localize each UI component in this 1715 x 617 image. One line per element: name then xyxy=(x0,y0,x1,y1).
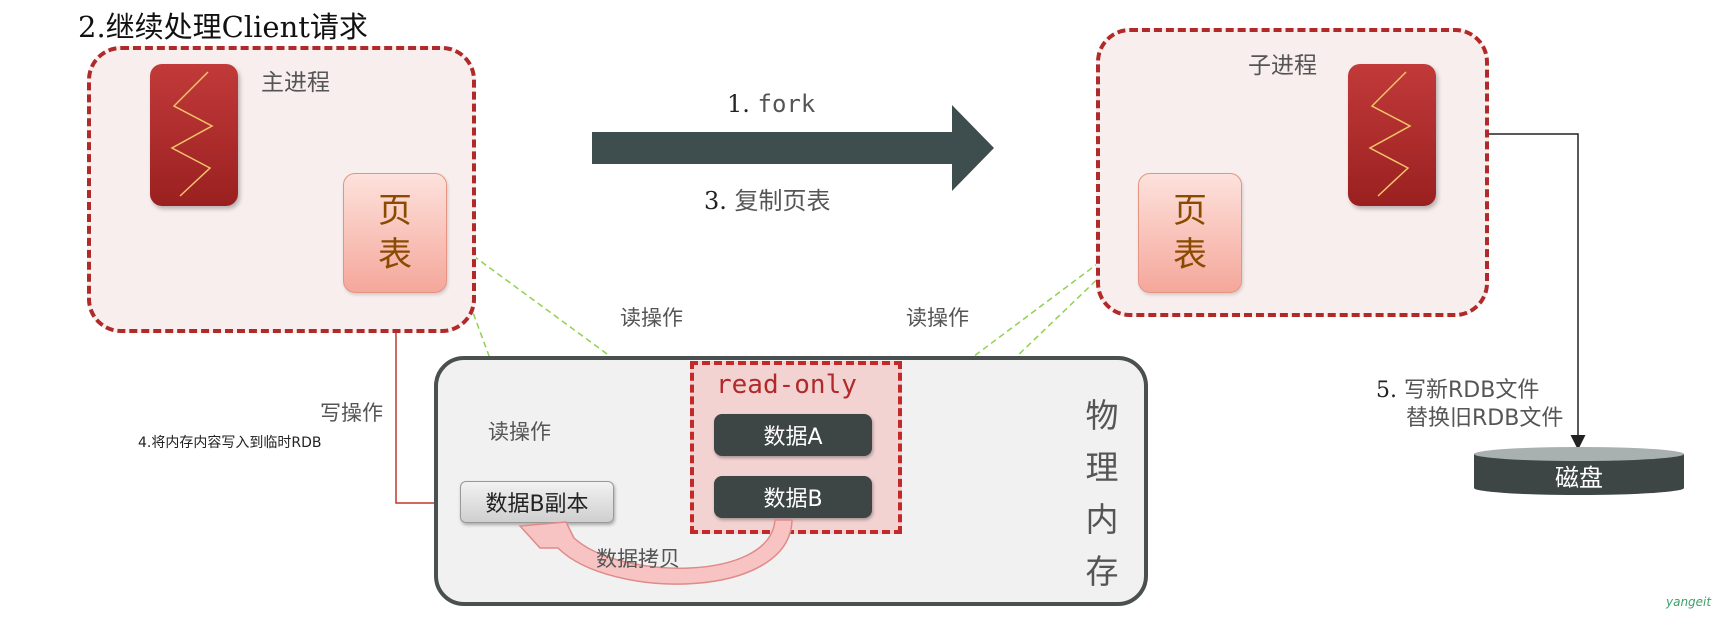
read-op-label-left: 读操作 xyxy=(620,306,683,330)
copy-step-text: 复制页表 xyxy=(734,187,831,215)
write-rdb-temp-note: 4.将内存内容写入到临时RDB xyxy=(138,435,322,451)
fork-step-number: 1. xyxy=(727,90,750,118)
copy-step-number: 3. xyxy=(704,187,727,215)
memory-label-char-2: 理 xyxy=(1085,448,1119,487)
fork-step-text: fork xyxy=(757,90,816,118)
main-process-cpu-icon xyxy=(150,64,238,206)
child-process-label: 子进程 xyxy=(1248,53,1317,79)
memory-label-char-3: 内 xyxy=(1085,500,1119,539)
main-page-table: 页 表 xyxy=(343,173,447,293)
disk-label: 磁盘 xyxy=(1555,464,1603,492)
data-copy-label: 数据拷贝 xyxy=(596,547,680,571)
write-rdb-step-line1: 5. 写新RDB文件 xyxy=(1376,372,1539,404)
child-process-cpu-icon xyxy=(1348,64,1436,206)
data-b-block: 数据B xyxy=(714,476,872,518)
child-page-table-char-1: 页 xyxy=(1173,191,1207,231)
diagram-title: 2.继续处理Client请求 xyxy=(78,10,368,44)
read-op-label-inner: 读操作 xyxy=(488,420,551,444)
memory-label-char-1: 物 xyxy=(1085,396,1119,435)
data-a-block: 数据A xyxy=(714,414,872,456)
data-b-copy-block: 数据B副本 xyxy=(460,481,614,523)
read-op-label-right: 读操作 xyxy=(906,306,969,330)
write-rdb-step-text-1: 写新RDB文件 xyxy=(1404,378,1540,403)
write-rdb-step-number: 5. xyxy=(1376,378,1397,403)
main-process-label: 主进程 xyxy=(261,70,330,96)
fork-step-label: 1. fork xyxy=(727,90,815,118)
memory-label-char-4: 存 xyxy=(1085,552,1119,591)
write-op-label: 写操作 xyxy=(320,401,383,425)
write-rdb-step-line2: 替换旧RDB文件 xyxy=(1406,406,1564,431)
child-page-table-char-2: 表 xyxy=(1173,235,1207,275)
child-page-table: 页 表 xyxy=(1138,173,1242,293)
copy-pagetable-step-label: 3. 复制页表 xyxy=(704,181,831,216)
main-page-table-char-1: 页 xyxy=(378,191,412,231)
fork-arrow xyxy=(592,105,994,191)
read-only-label: read-only xyxy=(716,370,857,400)
disk-icon xyxy=(1474,447,1684,495)
main-page-table-char-2: 表 xyxy=(378,235,412,275)
watermark: yangeit xyxy=(1666,595,1712,609)
physical-memory-label: 物 理 内 存 xyxy=(1082,390,1122,598)
